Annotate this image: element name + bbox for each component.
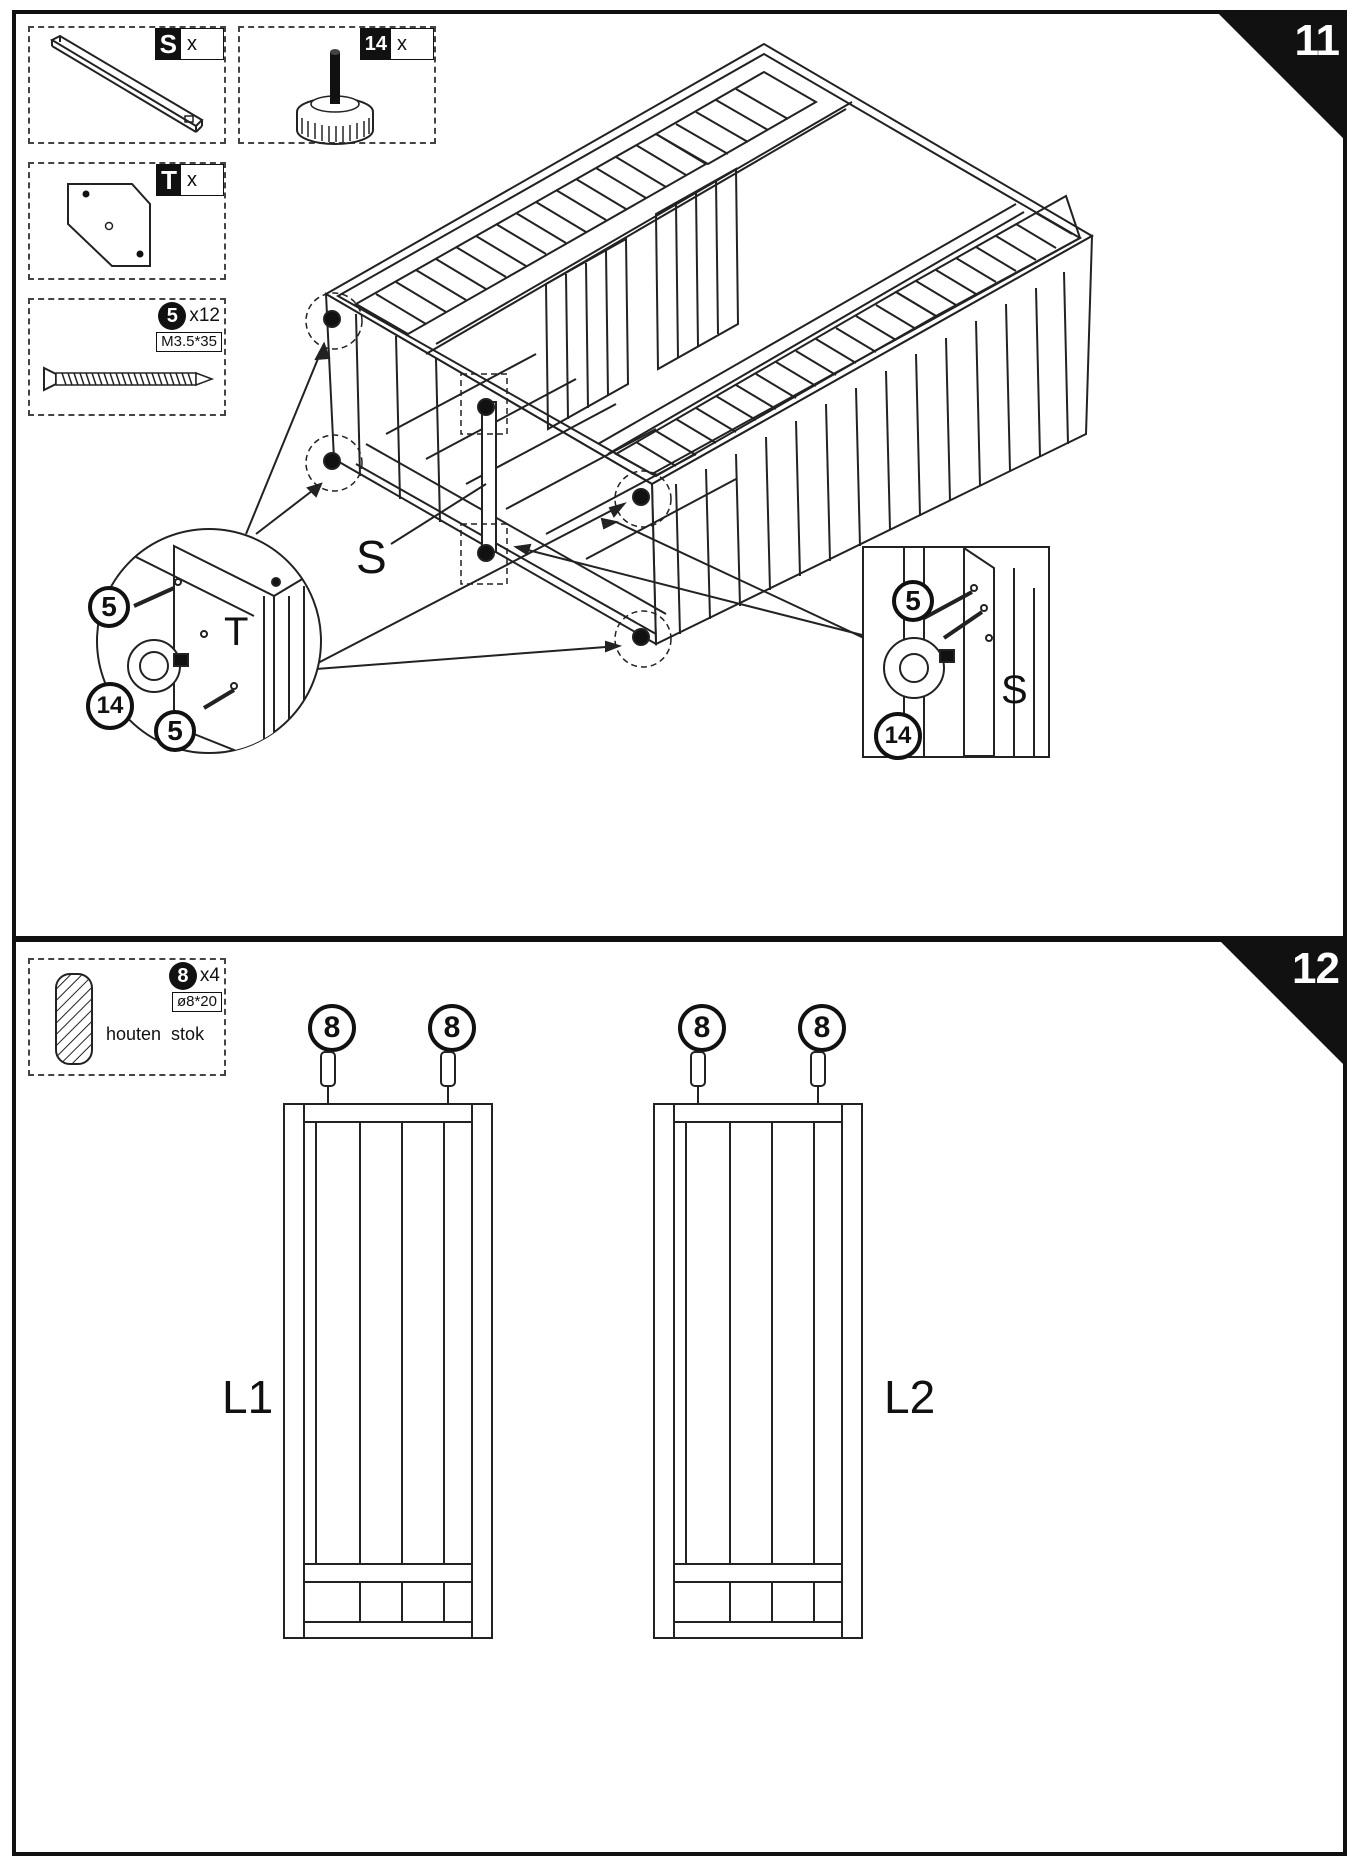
part-t-tag: T x [156,164,224,196]
part-t-id: T [157,165,181,195]
label-s-main: S [356,531,387,583]
part-t-drawing [67,183,151,267]
label-s-detail: S [1001,668,1028,712]
part-5-box: 5 x12 M3.5*35 [28,298,226,416]
detail-s-drawing [883,548,1035,756]
step-12-corner: 12 [1217,942,1343,1068]
dowel-callout-4: 8 [798,1004,846,1052]
screw-drawing [43,366,215,392]
dowel-callout-1: 8 [308,1004,356,1052]
part-t-qty: x [187,169,197,191]
panel-l2-label: L2 [884,1371,936,1423]
part-8-id: 8 [168,962,197,990]
part-14-qty: x [397,33,407,55]
panel-l1-label: L1 [222,1371,274,1423]
panel-l2 [653,1103,863,1639]
step-12-panel: 12 8 x4 ø8*20 houten stok 8 8 8 8 [12,938,1347,1856]
dowel-drawing [55,973,93,1065]
part-14-box: 14 x [238,26,436,145]
part-5-spec: M3.5*35 [156,332,222,352]
step-11-corner: 11 [1217,14,1343,140]
dowel-callout-2: 8 [428,1004,476,1052]
callout-5-right: 5 [892,580,934,622]
callout-14-left: 14 [86,682,134,730]
part-5-id: 5 [158,302,187,330]
part-s-tag: S x [154,28,224,60]
step-12-number: 12 [1292,944,1340,993]
panel-l1 [283,1103,493,1639]
step-11-number: 11 [1294,16,1340,65]
callout-5-left-top: 5 [88,586,130,628]
part-8-tag: 8 x4 [168,962,220,990]
step-11-panel: 11 S x 14 x [12,10,1347,940]
part-14-id: 14 [360,29,391,59]
part-s-box: S x [28,26,226,144]
part-5-qty: x12 [189,305,220,326]
side-panels-drawing [283,1051,863,1639]
detail-circle-t [96,528,322,754]
coop-frame-isometric [245,42,1095,670]
callout-14-right: 14 [874,712,922,760]
part-s-qty: x [187,33,197,55]
dowel-callout-3: 8 [678,1004,726,1052]
part-t-box: T x [28,162,226,280]
part-8-name: houten stok [106,1024,205,1044]
label-t-detail: T [224,610,249,654]
part-14-drawing [296,49,374,145]
part-8-qty: x4 [199,965,220,986]
callout-5-left-bottom: 5 [154,710,196,752]
part-14-tag: 14 x [359,28,434,60]
part-5-tag: 5 x12 [158,302,220,330]
part-8-box: 8 x4 ø8*20 houten stok [28,958,226,1076]
part-s-drawing [49,34,204,133]
part-s-id: S [155,29,181,59]
part-8-spec: ø8*20 [171,992,222,1012]
